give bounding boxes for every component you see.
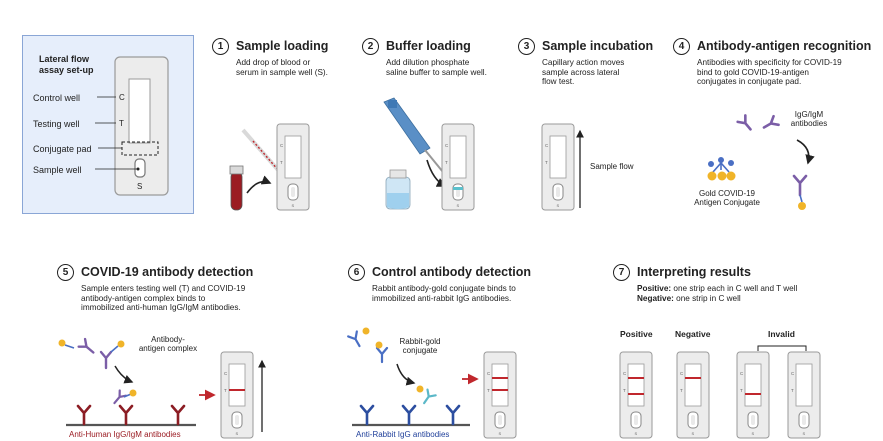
setup-s-letter: S	[137, 182, 143, 191]
step-2-title: Buffer loading	[386, 39, 471, 53]
step-2-number: 2	[362, 38, 379, 55]
step-3-illustration	[541, 123, 584, 211]
step-5-illustration	[58, 337, 266, 439]
step-7-desc: Positive: one strip each in C well and T…	[637, 284, 798, 303]
complex-label: Antibody-antigen complex	[138, 335, 198, 353]
step-6-title: Control antibody detection	[372, 265, 532, 279]
label-testing-well: Testing well	[33, 119, 80, 129]
step-5-title: COVID-19 antibody detection	[81, 265, 254, 279]
step-6-number: 6	[348, 264, 365, 281]
label-sample-well: Sample well	[33, 165, 82, 175]
step-3-title: Sample incubation	[542, 39, 654, 53]
label-control-well: Control well	[33, 93, 81, 103]
step-4-desc: Antibodies with specificity for COVID-19…	[697, 58, 842, 87]
setup-t-letter: T	[119, 119, 124, 128]
anti-rabbit-label: Anti-Rabbit IgG antibodies	[356, 430, 450, 439]
step-4-title: Antibody-antigen recognition	[697, 39, 872, 53]
step-3-number: 3	[518, 38, 535, 55]
step-1-illustration	[229, 123, 310, 211]
sample-flow-label: Sample flow	[590, 162, 634, 171]
setup-title: Lateral flow assay set-up	[39, 54, 94, 75]
setup-c-letter: C	[119, 93, 125, 102]
step-5-number: 5	[57, 264, 74, 281]
step-7-title: Interpreting results	[637, 265, 751, 279]
step-1-number: 1	[212, 38, 229, 55]
step-7-illustration	[619, 345, 821, 439]
label-conjugate-pad: Conjugate pad	[33, 144, 92, 154]
step-7-number: 7	[613, 264, 630, 281]
step-6-illustration	[347, 327, 517, 439]
step-4-illustration	[707, 114, 815, 210]
step-1-title: Sample loading	[236, 39, 329, 53]
step-5-desc: Sample enters testing well (T) and COVID…	[81, 284, 246, 313]
anti-human-label: Anti-Human IgG/IgM antibodies	[69, 430, 181, 439]
positive-header: Positive	[620, 329, 653, 339]
negative-header: Negative	[675, 329, 711, 339]
invalid-header: Invalid	[768, 329, 795, 339]
step-4-number: 4	[673, 38, 690, 55]
step-2-illustration	[383, 97, 475, 211]
